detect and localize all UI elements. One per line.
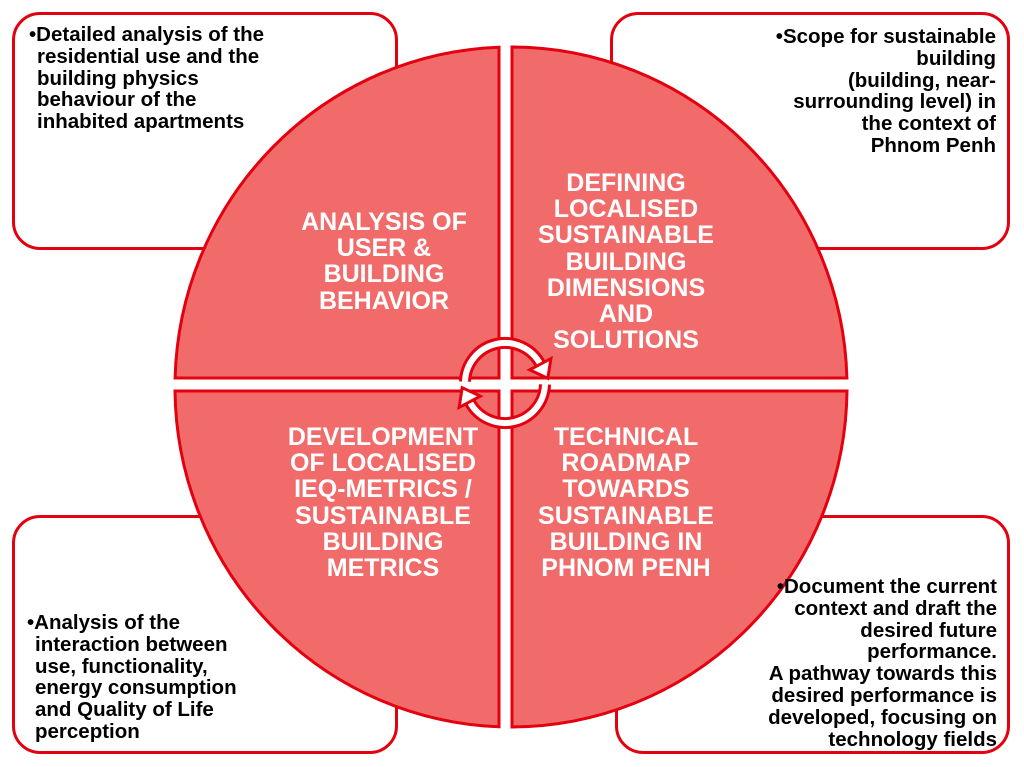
note-text-bottom-right: •Document the current context and draft … — [768, 575, 997, 751]
quadrant-label-bottom-right: TECHNICAL ROADMAP TOWARDS SUSTAINABLE BU… — [538, 423, 714, 583]
quadrant-label-bottom-left: DEVELOPMENT OF LOCALISED IEQ-METRICS / S… — [287, 423, 479, 583]
quadrant-top-left — [173, 45, 501, 380]
note-text-top-right: •Scope for sustainable building (buildin… — [775, 25, 996, 157]
arrowhead-down-icon — [526, 355, 553, 381]
quadrant-label-top-left: ANALYSIS OF USER & BUILDING BEHAVIOR — [301, 208, 467, 315]
quadrant-bottom-left — [173, 389, 501, 729]
quadrant-label-top-right: DEFINING LOCALISED SUSTAINABLE BUILDING … — [538, 169, 714, 355]
note-text-top-left: •Detailed analysis of the residential us… — [29, 23, 265, 134]
cycle-arrow-bottom — [457, 383, 551, 430]
quadrant-top-right — [510, 45, 849, 380]
quadrant-bottom-right — [510, 389, 849, 729]
note-text-bottom-left: •Analysis of the interaction between use… — [27, 611, 237, 743]
arrowhead-up-icon — [457, 385, 484, 411]
cycle-arrow-top — [459, 336, 553, 383]
